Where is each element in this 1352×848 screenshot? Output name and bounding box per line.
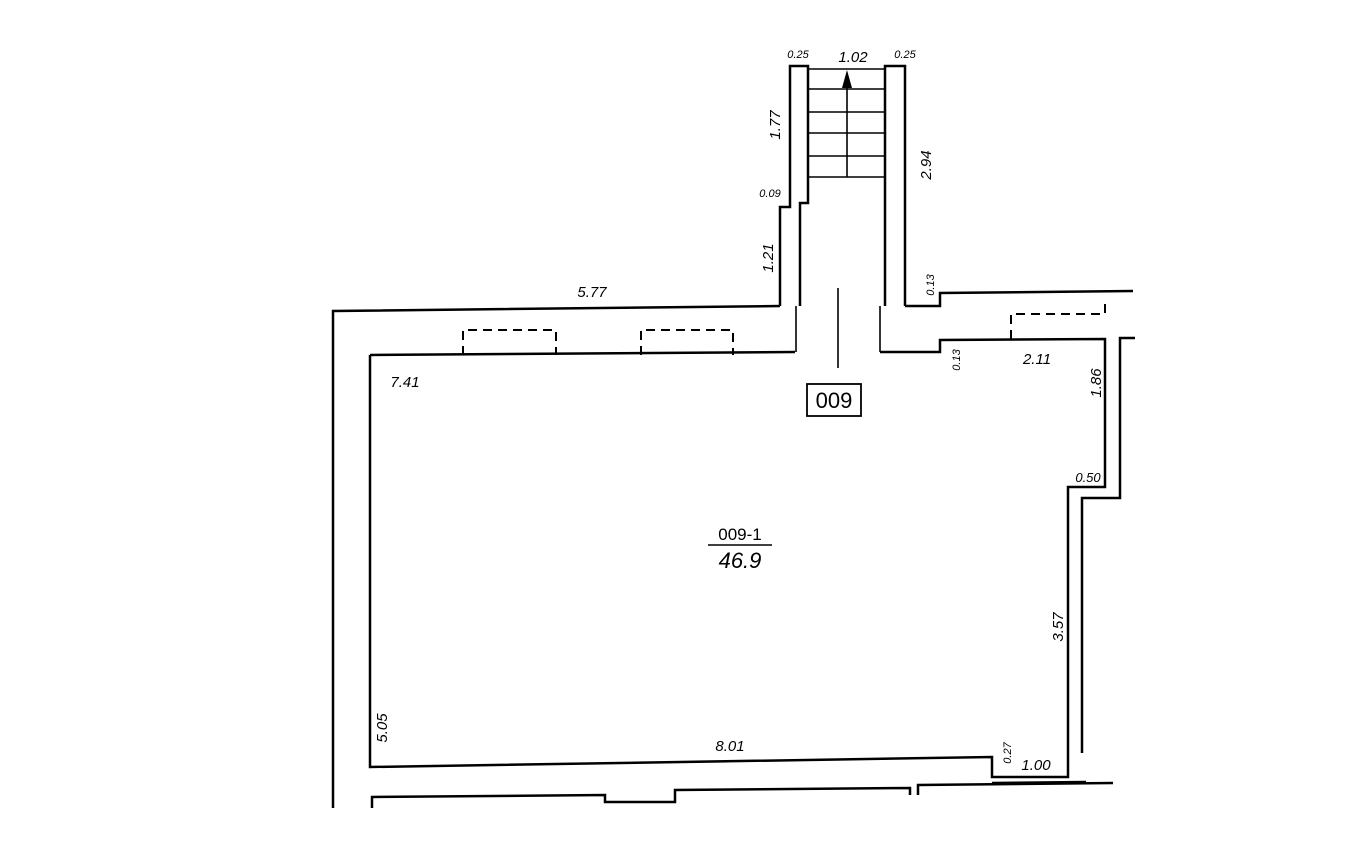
outer-right-wall <box>1080 336 1135 753</box>
windows <box>462 300 1106 355</box>
outer-bottom-wall <box>370 786 912 808</box>
room-code: 009-1 <box>718 525 761 544</box>
outer-left-wall <box>331 304 781 808</box>
dim-stair-step: 0.09 <box>759 188 780 200</box>
dim-wall-step-top: 0.13 <box>925 273 937 295</box>
window <box>462 329 557 355</box>
dim-stair-right: 2.94 <box>918 150 935 180</box>
dim-stair-wall-right: 0.25 <box>894 49 916 61</box>
window <box>640 329 734 355</box>
stair-outer-left <box>778 64 810 306</box>
dim-bottom-step: 0.27 <box>1002 741 1014 763</box>
outer-top-right-wall <box>905 289 1134 308</box>
dim-right-top: 2.11 <box>1022 351 1051 368</box>
dim-stair-left-lower: 1.21 <box>760 243 777 272</box>
staircase <box>778 64 907 368</box>
stair-outer-right <box>883 64 907 306</box>
dim-right-upper: 1.86 <box>1088 368 1105 398</box>
dim-left: 5.05 <box>374 713 391 743</box>
dim-bottom-right: 1.00 <box>1021 757 1051 774</box>
inner-room-wall-right <box>368 337 1107 779</box>
room-area: 46.9 <box>719 548 762 573</box>
dim-wall-step-inner: 0.13 <box>951 348 963 370</box>
dim-stair-left-upper: 1.77 <box>767 110 784 140</box>
dim-right-offset: 0.50 <box>1075 470 1101 485</box>
dim-room-top: 7.41 <box>390 374 419 391</box>
dim-top-left-wall: 5.77 <box>577 284 607 301</box>
dim-stair-width: 1.02 <box>838 49 868 66</box>
unit-label: 009 <box>816 388 853 413</box>
walls <box>331 289 1135 808</box>
inner-room-wall <box>369 350 796 357</box>
dim-bottom: 8.01 <box>715 738 744 755</box>
dim-right-lower: 3.57 <box>1050 612 1067 642</box>
dim-stair-wall-left: 0.25 <box>787 49 809 61</box>
outer-bottom-wall-right <box>916 781 1114 795</box>
window <box>1010 300 1106 339</box>
stair-arrow-icon <box>842 70 852 88</box>
unit-label-box <box>806 383 862 417</box>
